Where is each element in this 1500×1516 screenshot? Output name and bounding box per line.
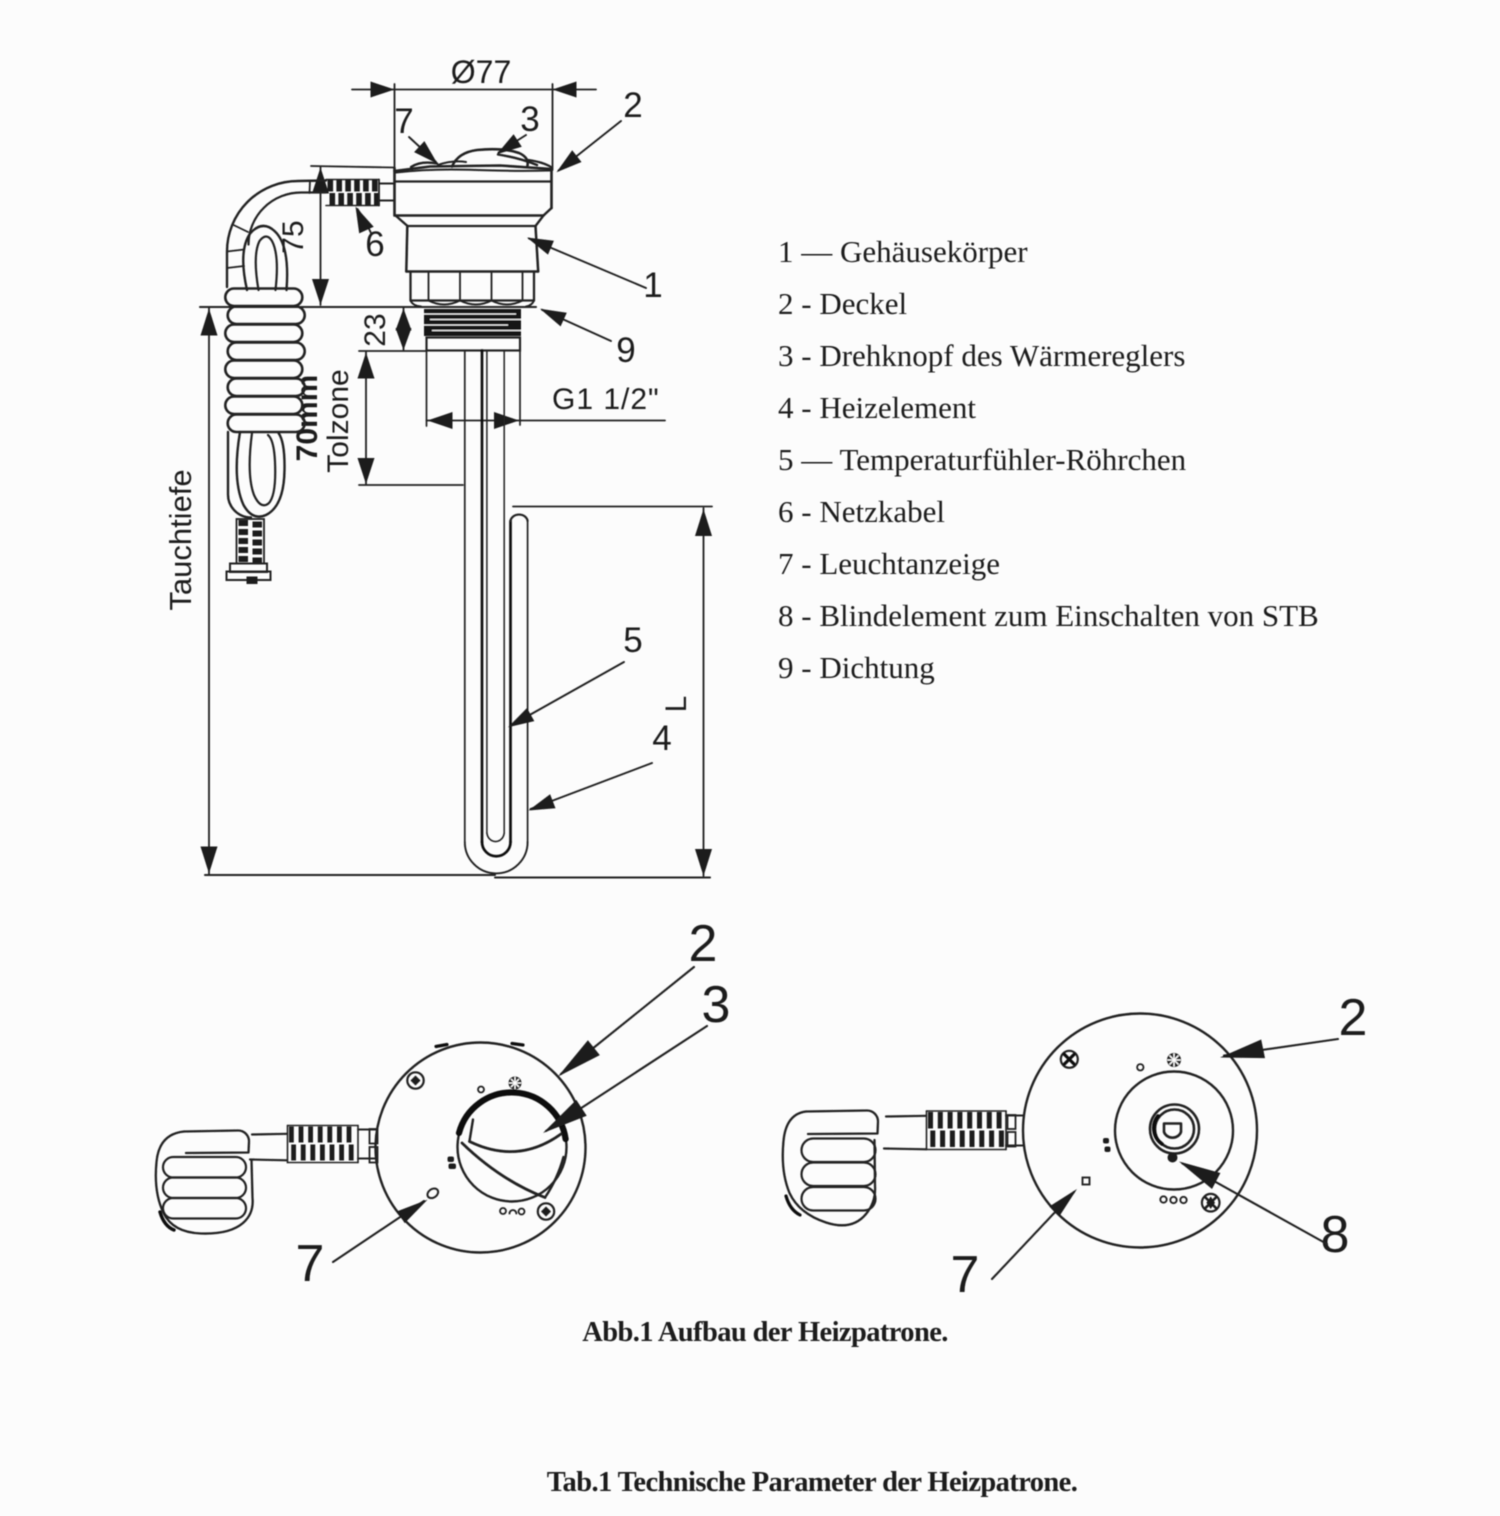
- svg-text:23: 23: [359, 313, 392, 346]
- svg-text:1: 1: [643, 266, 662, 305]
- svg-text:G1 1/2": G1 1/2": [552, 383, 660, 416]
- svg-text:6: 6: [365, 225, 384, 264]
- svg-text:7: 7: [296, 1235, 325, 1293]
- svg-text:9 - Dichtung: 9 - Dichtung: [778, 650, 935, 685]
- svg-text:8: 8: [1321, 1206, 1350, 1264]
- svg-text:L: L: [660, 696, 693, 713]
- svg-text:Tolzone: Tolzone: [322, 369, 355, 472]
- svg-text:1 — Gehäusekörper: 1 — Gehäusekörper: [778, 234, 1028, 269]
- svg-text:4: 4: [652, 719, 671, 758]
- svg-text:75: 75: [277, 220, 310, 253]
- svg-text:Ø77: Ø77: [451, 54, 511, 90]
- svg-text:2 - Deckel: 2 - Deckel: [778, 286, 907, 321]
- svg-text:7: 7: [951, 1246, 980, 1304]
- svg-text:9: 9: [616, 331, 635, 370]
- svg-text:5 — Temperaturfühler-Röhrchen: 5 — Temperaturfühler-Röhrchen: [778, 442, 1187, 477]
- svg-text:7: 7: [394, 102, 413, 141]
- svg-text:70mm: 70mm: [291, 375, 324, 462]
- svg-text:2: 2: [623, 86, 642, 125]
- svg-text:2: 2: [1339, 989, 1368, 1047]
- svg-text:3 - Drehknopf des Wärmereglers: 3 - Drehknopf des Wärmereglers: [778, 338, 1185, 373]
- svg-text:3: 3: [520, 100, 539, 139]
- svg-text:Tauchtiefe: Tauchtiefe: [163, 469, 198, 610]
- svg-text:Tab.1 Technische Parameter der: Tab.1 Technische Parameter der Heizpatro…: [547, 1467, 1077, 1498]
- svg-text:6 - Netzkabel: 6 - Netzkabel: [778, 494, 945, 529]
- svg-text:2: 2: [689, 915, 718, 973]
- svg-text:4 - Heizelement: 4 - Heizelement: [778, 390, 976, 425]
- svg-text:5: 5: [623, 621, 642, 660]
- svg-text:Abb.1 Aufbau der Heizpatrone.: Abb.1 Aufbau der Heizpatrone.: [582, 1317, 948, 1348]
- svg-text:8 - Blindelement zum Einschalt: 8 - Blindelement zum Einschalten von STB: [778, 598, 1319, 633]
- svg-text:7 - Leuchtanzeige: 7 - Leuchtanzeige: [778, 546, 1000, 581]
- svg-text:3: 3: [702, 976, 731, 1034]
